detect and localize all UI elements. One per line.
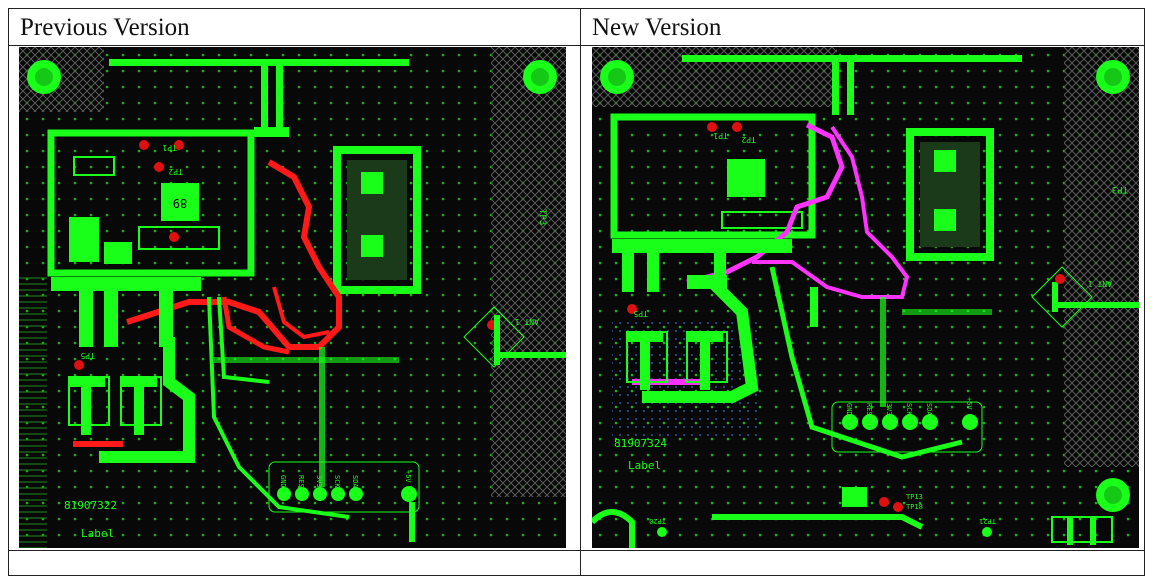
pin-label: RESET	[865, 403, 873, 425]
ground-hatch-right	[491, 47, 566, 497]
pin-label: GND	[279, 475, 287, 488]
ant-label: ANT 1	[515, 317, 539, 326]
tp13-label: TP13	[906, 493, 923, 501]
pin-label: SCK	[905, 403, 913, 416]
tp18-label: TP18	[906, 503, 923, 511]
mcu-chip	[161, 183, 199, 221]
tp1-label: TP1	[162, 143, 177, 152]
mcu-chip	[727, 159, 765, 197]
header-new-version: New Version	[592, 14, 722, 41]
pin-label: RESET	[297, 475, 305, 497]
part-number-label: 81907322	[64, 499, 117, 512]
chip-label: 89	[173, 196, 187, 210]
header-previous-version: Previous Version	[20, 14, 190, 41]
tp3-label: TP3	[1112, 184, 1128, 194]
row-divider	[9, 550, 1144, 551]
pcb-new-svg: TP1 TP2 TP3	[592, 47, 1139, 548]
tp2-label: TP2	[741, 135, 756, 144]
mcu-outline	[47, 129, 255, 277]
part-number-label: 81907324	[614, 437, 667, 450]
rf-module-outline	[906, 128, 994, 261]
silkscreen-label: Label	[81, 527, 114, 540]
tp5-label: TP5	[633, 309, 648, 318]
pin-label: 3V3	[315, 475, 323, 488]
pin-label: +5V	[404, 470, 412, 483]
rf-module-outline	[333, 146, 421, 294]
tp2-label: TP2	[168, 167, 183, 176]
header-divider	[9, 45, 1144, 46]
silkscreen-label: Label	[628, 459, 661, 472]
ant-label: ANT 1	[1088, 279, 1112, 288]
ground-hatch-right	[1064, 47, 1139, 467]
pcb-layout-new: TP1 TP2 TP3	[592, 47, 1139, 548]
tp21-label: TP21	[979, 517, 996, 525]
tp20-label: TP20	[649, 517, 666, 525]
mcu-outline	[610, 113, 816, 239]
pcb-layout-previous: 89 TP1 TP2 TP5 TP3	[19, 47, 566, 548]
tp1-label: TP1	[713, 131, 728, 140]
column-divider	[580, 9, 581, 575]
pin-label: SCK	[333, 475, 341, 488]
pin-label: SDA	[925, 403, 933, 416]
tp5-label: TP5	[80, 351, 95, 360]
tp3-label: TP3	[537, 209, 547, 225]
pin-label: SDA	[351, 475, 359, 488]
comparison-table: Previous Version New Version	[8, 8, 1145, 576]
pin-label: GND	[845, 403, 853, 416]
pin-label: 3V3	[885, 403, 893, 416]
pin-label: +5V	[965, 397, 973, 410]
pcb-previous-svg: 89 TP1 TP2 TP5 TP3	[19, 47, 566, 548]
